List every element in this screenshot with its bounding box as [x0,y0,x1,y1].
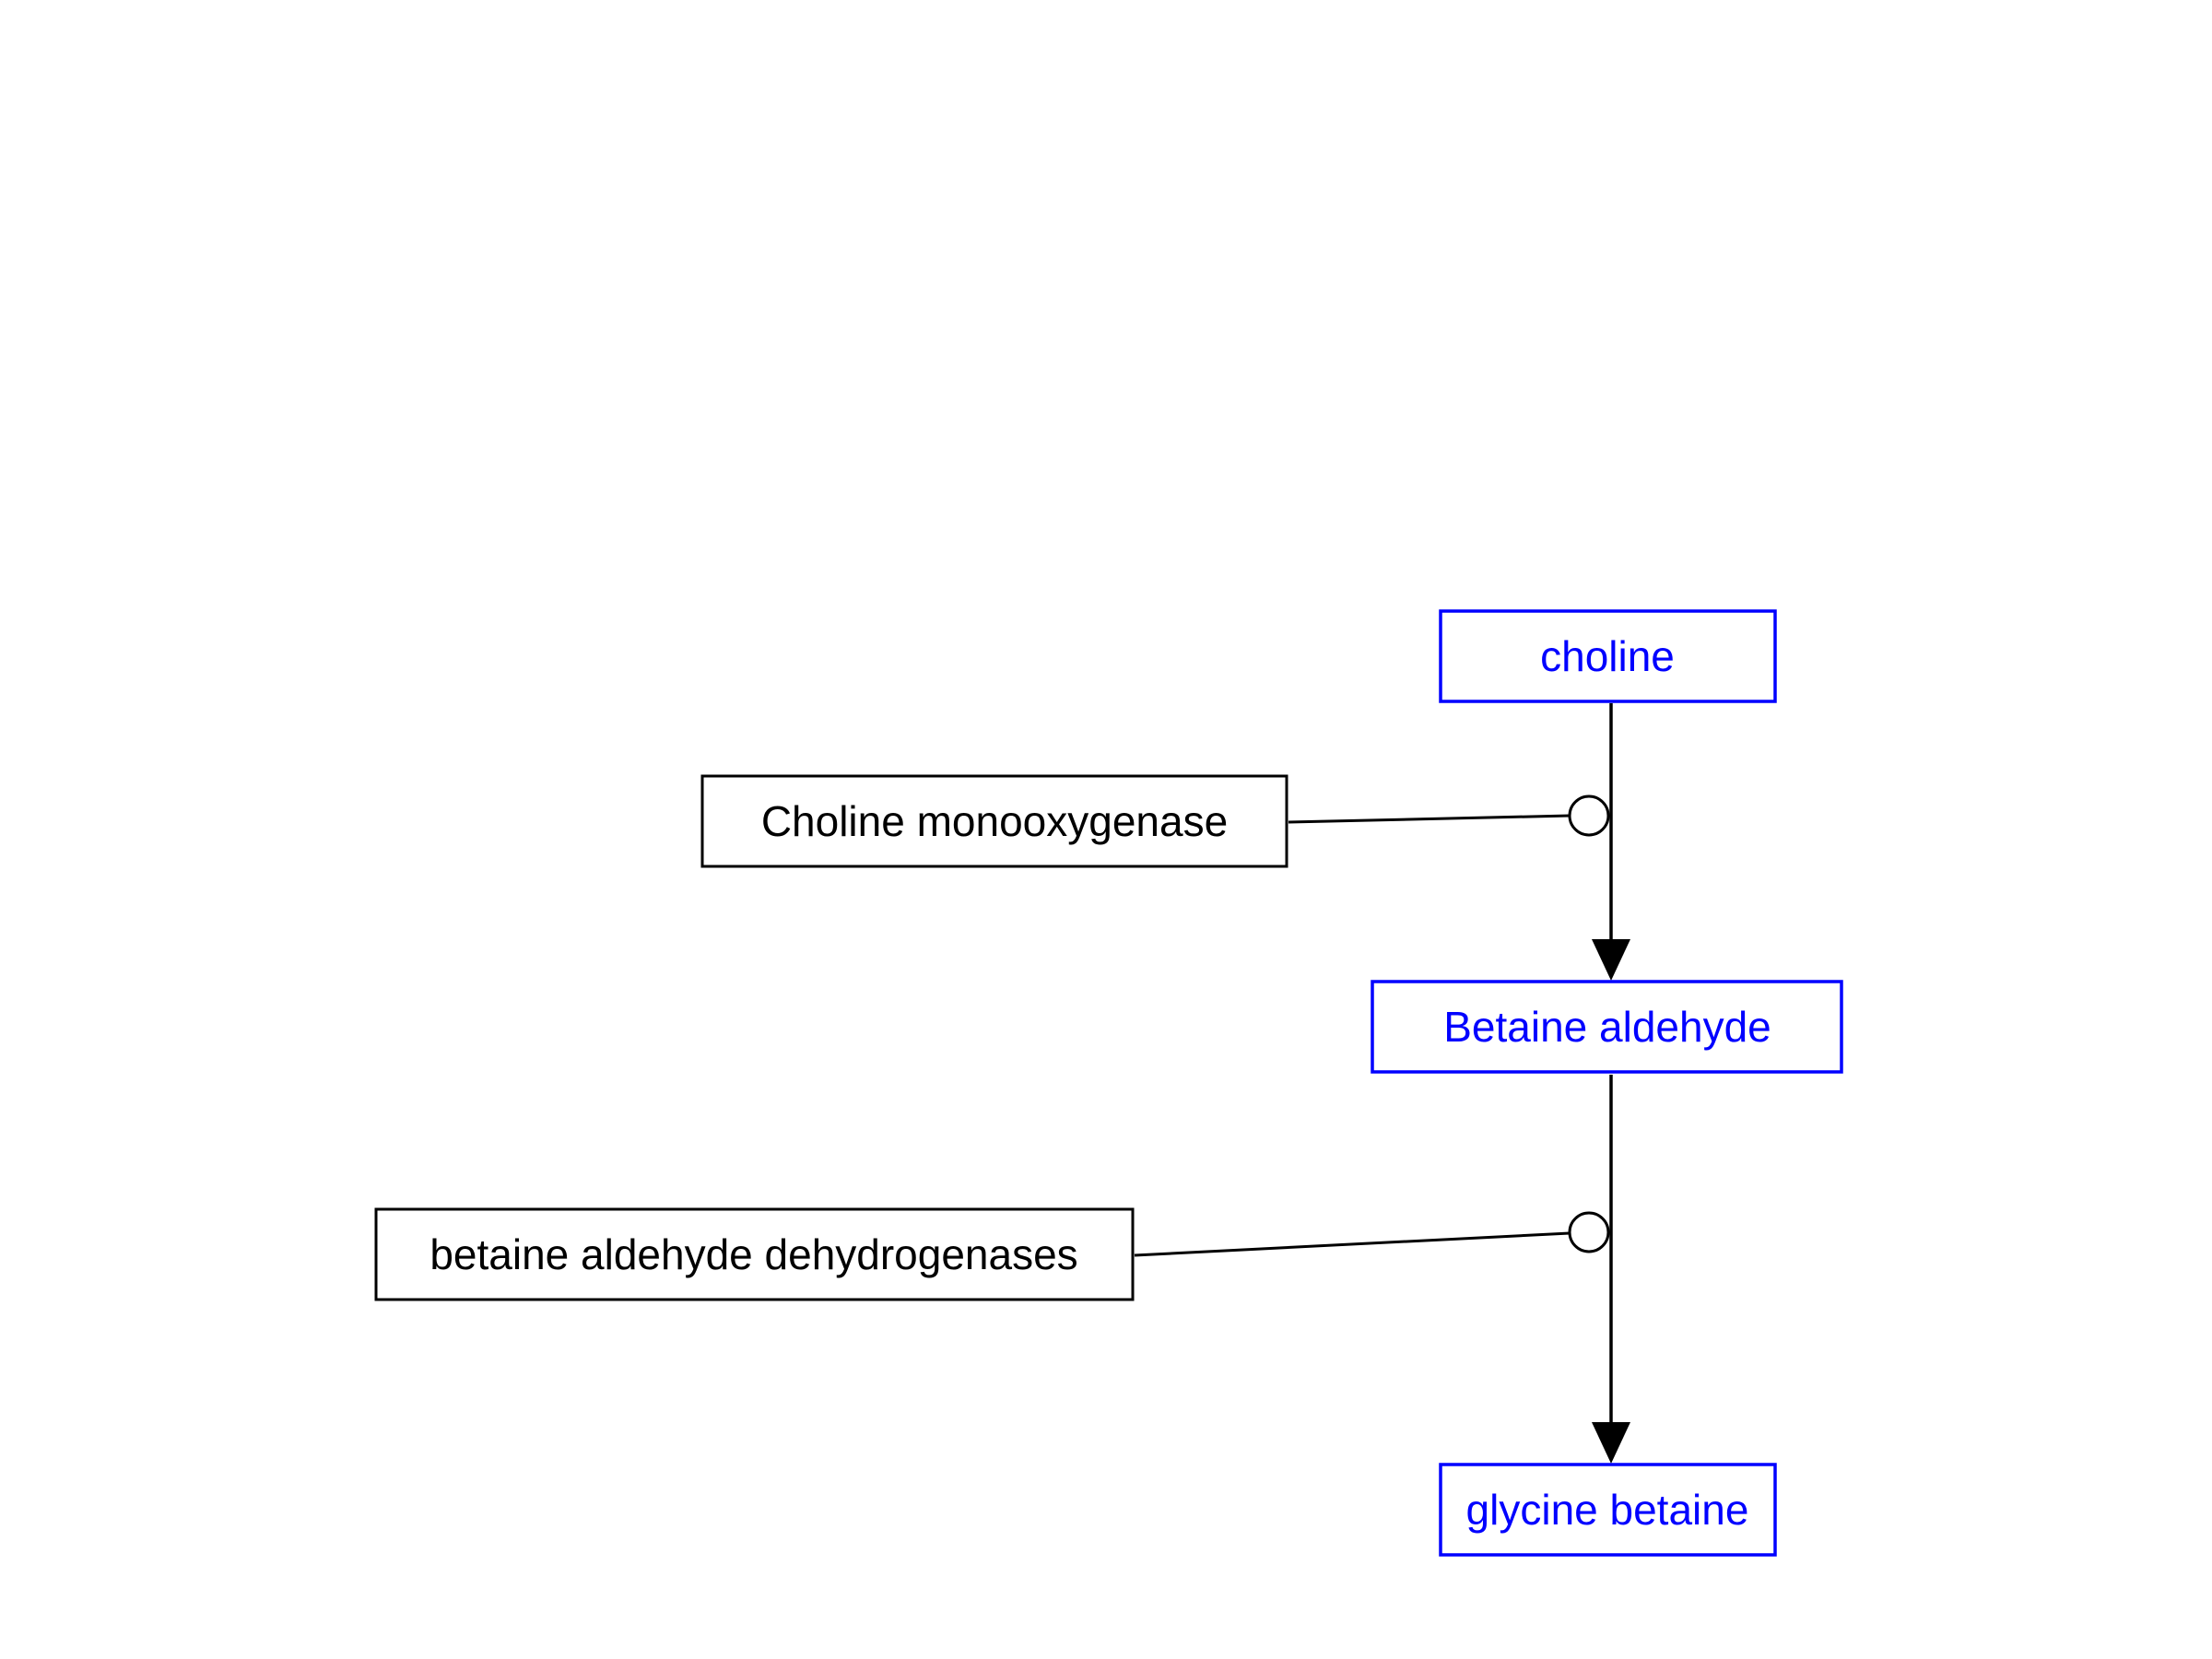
catalysis-line [1134,1231,1571,1257]
node-box [1439,609,1777,703]
node-betaine-aldehyde[interactable]: Betaine aldehyde [1371,980,1843,1074]
node-box [374,1207,1135,1301]
node-label: betaine aldehyde dehydrogenases [429,1230,1077,1278]
catalysis-line [1288,814,1571,824]
node-choline[interactable]: choline [1439,609,1777,703]
edge-choline-to-betaine-aldehyde [1592,703,1630,981]
node-box [700,774,1288,868]
node-box [1371,980,1843,1074]
edge-betaine-aldehyde-to-glycine-betaine [1592,1075,1630,1464]
node-label: Betaine aldehyde [1443,1003,1771,1051]
catalysis-link-choline-monooxygenase [1288,794,1610,837]
node-box [1439,1463,1777,1557]
node-betaine-aldehyde-dehydrogenases[interactable]: betaine aldehyde dehydrogenases [374,1207,1135,1301]
arrowhead-icon [1592,939,1630,981]
catalysis-link-betaine-aldehyde-dehydrogenases [1134,1211,1610,1257]
catalysis-circle-icon [1568,1211,1610,1253]
node-label: choline [1540,632,1675,680]
node-choline-monooxygenase[interactable]: Choline monooxygenase [700,774,1288,868]
node-glycine-betaine[interactable]: glycine betaine [1439,1463,1777,1557]
arrowhead-icon [1592,1422,1630,1464]
catalysis-circle-icon [1568,794,1610,837]
node-label: glycine betaine [1466,1486,1749,1534]
node-label: Choline monooxygenase [761,797,1228,845]
